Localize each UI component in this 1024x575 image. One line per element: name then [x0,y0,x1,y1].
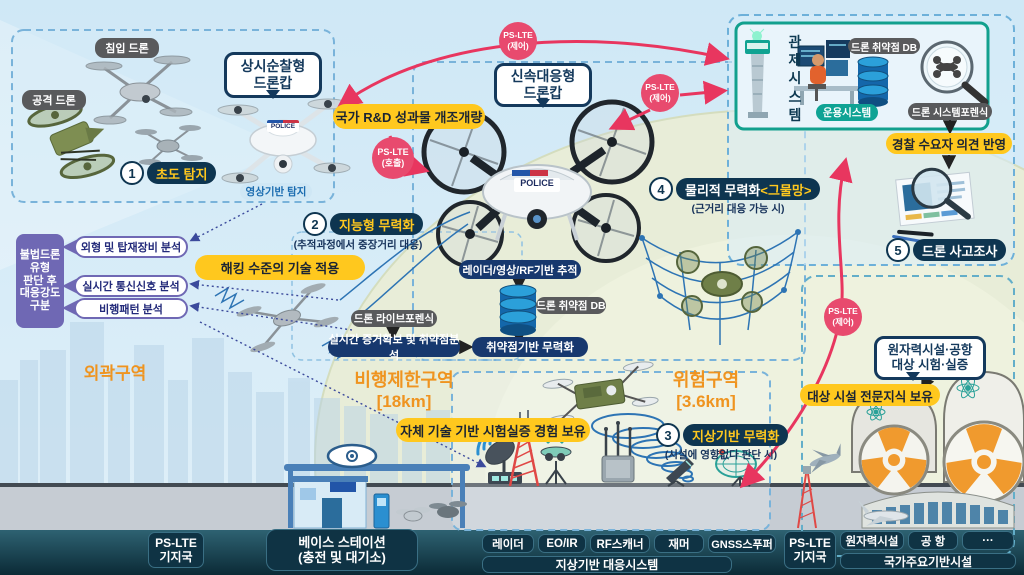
eoir-label: EO/IR [538,534,586,553]
base-station-label: 베이스 스테이션 (충전 및 대기소) [266,529,418,571]
decision-box: 불법드론 유형 판단 후 대응강도 구분 [16,234,64,328]
step3: 3 지상기반 무력화 [656,423,789,447]
outer-zone-label: 외곽구역 [83,364,147,383]
hacking-badge: 해킹 수준의 기술 적용 [195,255,365,280]
step1: 1 초도 탐지 [120,161,217,185]
zone-name: 위험구역 [672,370,740,390]
key-infrastructure-label: 국가주요기반시설 [840,553,1016,569]
base-station-icon [284,443,470,529]
target-drone-icon [542,361,659,425]
step4-subtitle: (근거리 대응 가능 시) [691,203,785,215]
pslte-base-station-right-label: PS-LTE 기지국 [784,531,836,569]
pslte-mode: (제어) [649,93,671,103]
jammer-equipment-icon [666,458,694,487]
pslte-mode: (제어) [832,317,854,327]
zone-range: [3.6km] [676,391,736,411]
step3-label: 지상기반 무력화 [683,424,789,446]
pslte-control-badge-top: PS-LTE (제어) [499,22,537,60]
step5-number: 5 [886,238,910,262]
road-edge [0,483,1024,487]
intrusion-drone-small-icon [135,125,203,165]
danger-zone-label: 위험구역 [3.6km] [648,370,764,413]
police-feedback-badge: 경찰 수요자 의견 반영 [886,133,1012,154]
operation-system-label: 운용시스템 [816,104,878,121]
vuln-db-label: 드론 취약점 DB [536,297,606,314]
rf-scanner-label: RF스캐너 [590,534,650,553]
vuln-neutralization-label: 취약점기반 무력화 [472,337,588,357]
control-system-title: 관제시스템 [788,34,802,123]
step2: 2 지능형 무력화 [303,212,424,236]
radar-label: 레이더 [482,534,534,553]
ground-system-box [451,371,771,531]
pslte-call-badge: PS-LTE (호출) [372,137,414,179]
forensic-magnifier-icon [920,40,989,106]
pslte-control-badge-mid: PS-LTE (제어) [641,74,679,112]
step3-number: 3 [656,423,680,447]
control-vuln-db-label: 드론 취약점 DB [848,38,920,54]
step4-label: 물리적 무력화 [685,182,761,198]
rnd-badge: 국가 R&D 성과물 개조개량 [333,104,485,129]
airport-label: 공 항 [908,531,958,550]
intrusion-drone-icon [85,55,193,125]
zone-range: [18km] [376,391,432,411]
pslte-mode: (호출) [381,158,405,168]
live-forensic-label: 드론 라이브포렌식 [351,310,437,327]
intrusion-drone-label: 침입 드론 [95,38,159,58]
rf-scanner-equipment-icon [601,421,635,483]
step1-label: 초도 탐지 [147,162,217,184]
pslte-name: PS-LTE [503,30,533,41]
step2-number: 2 [303,212,327,236]
analysis-box-appearance: 외형 및 탑재장비 분석 [74,236,188,258]
step4: 4 물리적 무력화 <그물망> [649,177,821,201]
analysis-box-pattern: 비행패턴 분석 [74,298,188,319]
rapid-droncop-bubble: 신속대응형 드론캅 [494,63,592,108]
rapid-drone-police-marking: POLICE [514,178,560,192]
pslte-control-badge-right: PS-LTE (제어) [824,298,862,336]
control-tower-icon [745,28,770,118]
hacked-drone-icon [214,211,471,360]
step5: 5 드론 사고조사 [886,238,1007,262]
step2-subtitle: (추적과정에서 중장거리 대응) [293,239,423,251]
system-forensic-label: 드론 시스템포렌식 [908,103,992,120]
gnss-spoofer-label: GNSS스푸퍼 [708,534,776,553]
nuclear-test-bubble: 원자력시설·공항 대상 시험·실증 [874,336,986,381]
step4-number: 4 [649,177,673,201]
analysis-box-signal: 실시간 통신신호 분석 [74,275,188,297]
ground-response-system-label: 지상기반 대응시스템 [482,556,732,573]
pslte-name: PS-LTE [828,306,858,317]
test-experience-badge: 자체 기술 기반 시험실증 경험 보유 [396,418,590,442]
tracking-label: 레이더/영상/RF기반 추적 [459,260,581,279]
patrol-droncop-bubble: 상시순찰형 드론캅 [224,52,322,99]
step4-label2: <그물망> [760,182,812,198]
attack-drone-label: 공격 드론 [22,90,86,110]
pslte-name: PS-LTE [645,82,675,93]
patrol-drone-police-marking: POLICE [267,120,299,132]
flight-restriction-zone-label: 비행제한구역 [18km] [338,370,470,413]
patrol-droncop-icon [217,98,351,184]
nuclear-facility-label: 원자력시설 [840,531,904,550]
step3-subtitle: (시설에 영향없다 판단 시) [664,449,778,461]
pslte-mode: (제어) [507,41,529,51]
police-text: POLICE [270,123,296,130]
police-stripe [267,120,299,123]
police-text: POLICE [520,178,554,188]
step5-label: 드론 사고조사 [913,239,1007,261]
evidence-label: 실시간 증거확보 및 취약점분석 [328,334,460,362]
etc-facility-label: ··· [962,531,1014,550]
jammer-label: 재머 [654,534,704,553]
database-icon [857,56,889,107]
step1-number: 1 [120,161,144,185]
step2-label: 지능형 무력화 [330,213,424,235]
operator-illustration [794,40,860,105]
middle-db-icon [499,284,537,336]
pslte-name: PS-LTE [377,146,409,157]
pslte-base-station-left-label: PS-LTE 기지국 [148,532,204,568]
road [0,487,1024,531]
video-detection-label: 영상기반 탐지 [240,183,312,200]
airplane-taxi-icon [858,500,909,526]
zone-name: 비행제한구역 [354,370,454,390]
